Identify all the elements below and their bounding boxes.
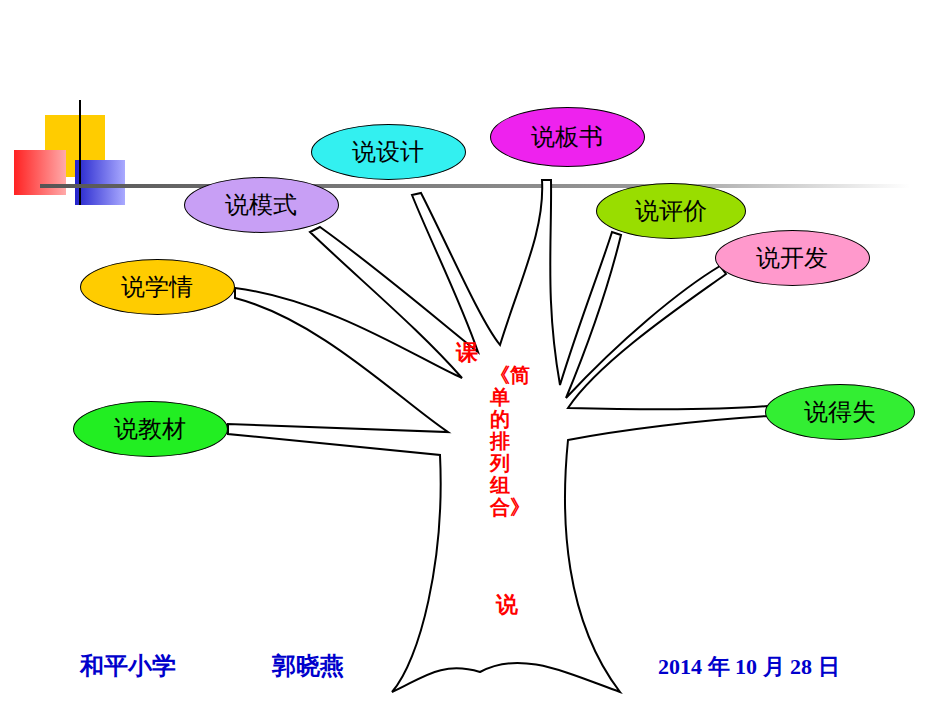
topic-text: 说开发 — [756, 242, 828, 274]
title-vertical: 《简单的排列组合》 — [490, 364, 510, 518]
topic-ellipse: 说教材 — [73, 401, 228, 457]
topic-text: 说教材 — [114, 413, 186, 445]
deco-square — [75, 160, 125, 205]
tree-outline — [228, 180, 768, 692]
topic-text: 说模式 — [225, 189, 297, 221]
school-name: 和平小学 — [80, 650, 176, 682]
topic-ellipse: 说得失 — [765, 384, 915, 440]
topic-text: 说设计 — [352, 136, 424, 168]
topic-text: 说板书 — [531, 121, 603, 153]
author-name: 郭晓燕 — [272, 650, 344, 682]
topic-ellipse: 说开发 — [715, 230, 870, 286]
topic-text: 说学情 — [121, 271, 193, 303]
date-text: 2014 年 10 月 28 日 — [658, 652, 840, 682]
topic-ellipse: 说设计 — [311, 124, 466, 180]
topic-ellipse: 说评价 — [596, 183, 746, 239]
title-char: 说 — [496, 590, 518, 620]
topic-text: 说得失 — [804, 396, 876, 428]
deco-line — [40, 184, 910, 188]
deco-line — [79, 100, 81, 205]
topic-text: 说评价 — [635, 195, 707, 227]
topic-ellipse: 说模式 — [184, 177, 339, 233]
topic-ellipse: 说学情 — [80, 259, 235, 315]
title-char: 课 — [456, 338, 478, 368]
topic-ellipse: 说板书 — [490, 107, 645, 167]
deco-square — [14, 150, 66, 195]
